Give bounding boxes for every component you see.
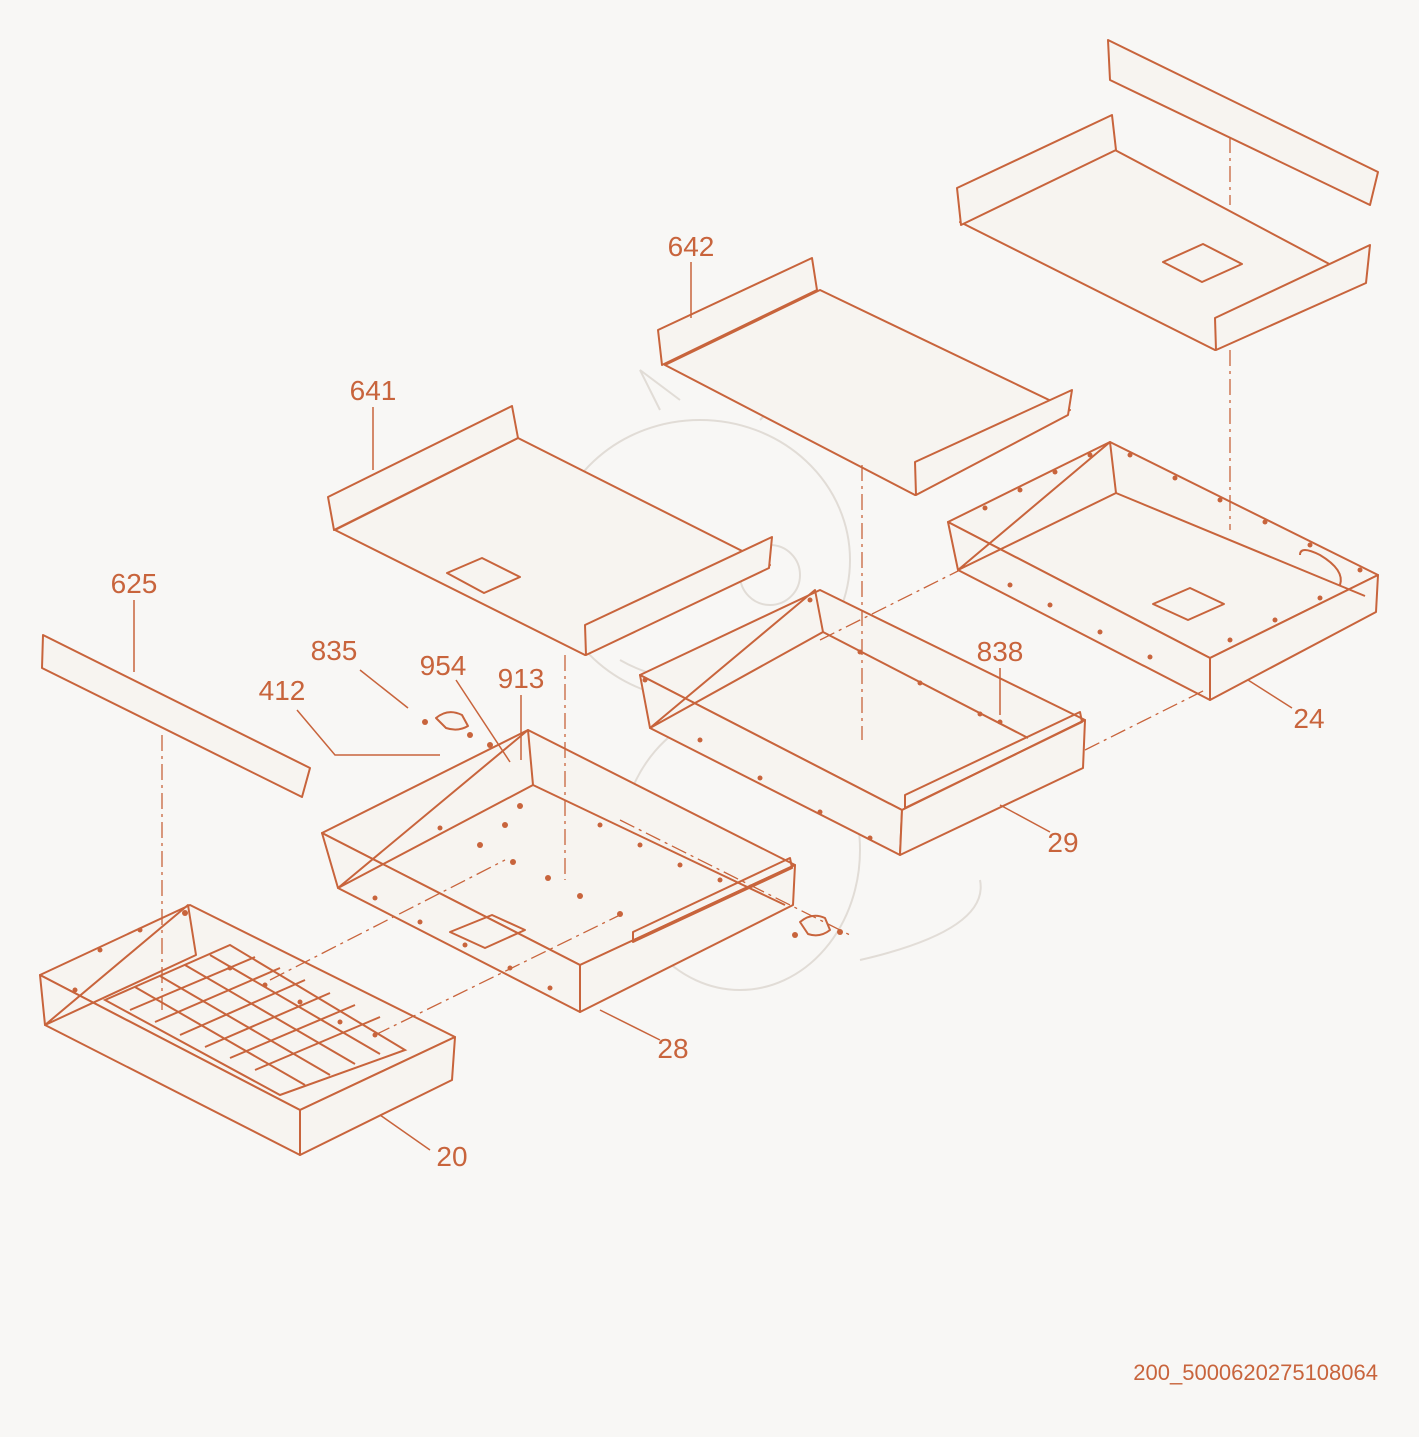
callout-641: 641	[350, 375, 397, 406]
callout-913: 913	[498, 663, 545, 694]
basket-mesh	[102, 943, 408, 1097]
callout-28: 28	[657, 1033, 688, 1064]
panel-625	[41, 634, 311, 798]
bracket-412	[422, 711, 493, 748]
callout-20: 20	[436, 1141, 467, 1172]
callout-29: 29	[1047, 827, 1078, 858]
basket-20	[39, 904, 456, 1156]
housing-24	[947, 441, 1379, 701]
callout-625: 625	[111, 568, 158, 599]
leader-lines	[133, 262, 1293, 1151]
callout-24: 24	[1293, 703, 1324, 734]
callout-838: 838	[977, 636, 1024, 667]
callout-642: 642	[668, 231, 715, 262]
callout-835: 835	[311, 635, 358, 666]
callout-labels: 642 641 625 835 954 913 412 838 24 29 28…	[111, 231, 1325, 1172]
tray-642	[657, 257, 1073, 496]
alignment-lines	[161, 137, 1231, 1036]
tray-641	[327, 405, 773, 656]
panel-top-right	[1107, 39, 1379, 206]
callout-954: 954	[420, 650, 467, 681]
document-number: 200_5000620275108064	[1133, 1360, 1378, 1385]
tray-top-right	[956, 114, 1371, 351]
frame-28	[321, 729, 796, 1013]
callout-412: 412	[259, 675, 306, 706]
